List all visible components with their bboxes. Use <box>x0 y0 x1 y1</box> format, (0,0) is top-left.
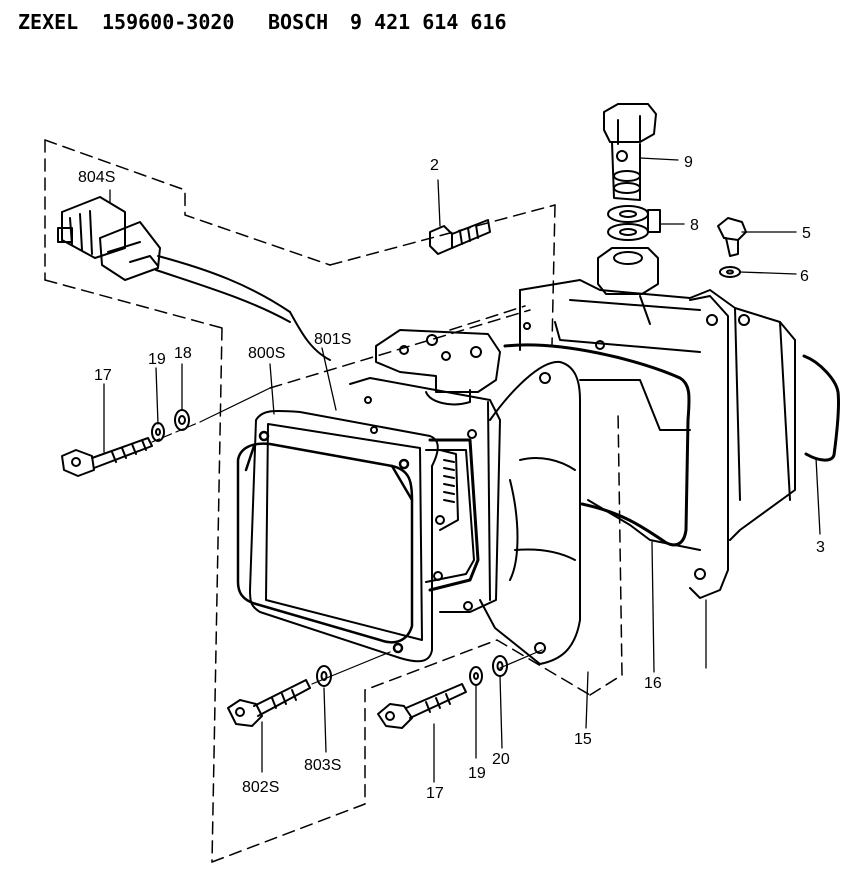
header-maker: BOSCH <box>268 10 329 34</box>
flange-plate <box>689 295 729 599</box>
callout-19-lower: 19 <box>468 765 486 782</box>
callout-20: 20 <box>492 751 510 768</box>
header-maker-number: 9 421 614 616 <box>350 10 507 34</box>
washer-18 <box>174 409 190 431</box>
callout-6: 6 <box>800 268 809 285</box>
assembly-boundary-dashed <box>44 139 623 863</box>
callout-800s: 800S <box>248 345 285 362</box>
callout-3: 3 <box>816 539 825 556</box>
hex-fitting <box>597 247 659 295</box>
cover-plate-15 <box>479 360 581 665</box>
header-brand: ZEXEL <box>18 10 79 34</box>
internal-spring-harness <box>370 426 480 592</box>
callout-16: 16 <box>644 675 662 692</box>
callout-2: 2 <box>430 157 439 174</box>
callout-labels: 2 9 8 5 6 3 804S 801S 800S 17 19 18 802S… <box>78 154 825 802</box>
callout-19-upper: 19 <box>148 351 166 368</box>
leader-lines <box>103 157 821 783</box>
callout-804s: 804S <box>78 169 115 186</box>
connector-804s <box>57 196 331 361</box>
callout-18: 18 <box>174 345 192 362</box>
header-part-number: 159600-3020 <box>102 10 235 34</box>
washer-803s <box>316 665 332 687</box>
cover-box <box>236 430 414 654</box>
callout-17-lower: 17 <box>426 785 444 802</box>
washer-19-upper <box>151 422 165 442</box>
callout-803s: 803S <box>304 757 341 774</box>
gasket-16 <box>503 343 691 547</box>
bolt-2 <box>429 219 491 255</box>
screw-5 <box>717 217 747 257</box>
callout-5: 5 <box>802 225 811 242</box>
cover-gasket-800s <box>249 410 439 663</box>
callout-17-upper: 17 <box>94 367 112 384</box>
actuator-801s <box>349 329 501 613</box>
callout-801s: 801S <box>314 331 351 348</box>
washer-19-lower <box>469 666 483 686</box>
washers-8 <box>607 205 661 241</box>
o-ring-3 <box>802 354 840 462</box>
bolt-17-lower <box>377 649 543 729</box>
callout-8: 8 <box>690 217 699 234</box>
banjo-bolt-9 <box>603 103 657 201</box>
callout-15: 15 <box>574 731 592 748</box>
callout-9: 9 <box>684 154 693 171</box>
callout-802s: 802S <box>242 779 279 796</box>
bolt-17-upper <box>61 387 271 477</box>
washer-6 <box>719 266 741 278</box>
pump-housing <box>519 279 796 551</box>
